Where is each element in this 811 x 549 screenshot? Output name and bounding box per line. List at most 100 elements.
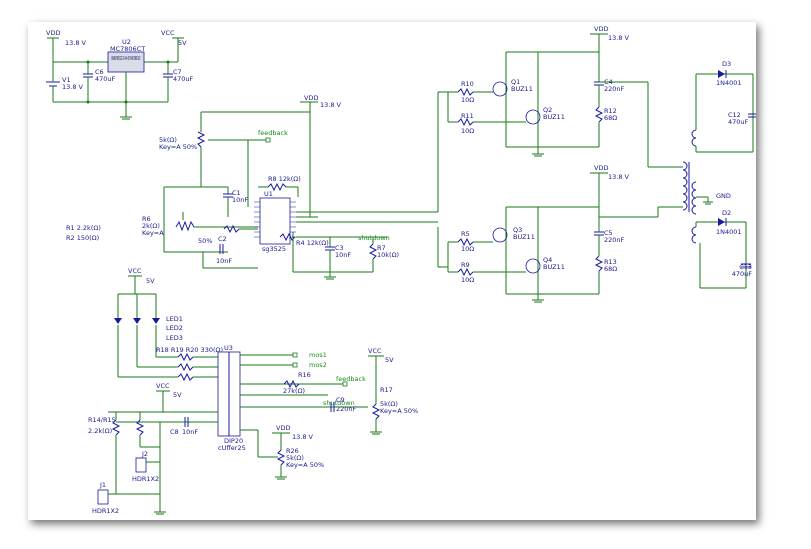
- d2-part: 1N4001: [716, 228, 742, 236]
- u3-ref: U3: [224, 344, 233, 352]
- r6-key: Key=A: [142, 229, 164, 237]
- schematic-canvas: VDD 13.8 V VCC 5V U2 MC7806CT LINE VREG …: [46, 25, 756, 515]
- c9-value: 220nF: [336, 405, 357, 413]
- r12-value: 68Ω: [604, 114, 617, 122]
- d3-ref: D3: [722, 60, 731, 68]
- j1-part: HDR1X2: [92, 507, 119, 515]
- c3-value: 10nF: [335, 251, 351, 259]
- c1-value: 10nF: [232, 196, 248, 204]
- c2-ref: C2: [218, 235, 227, 243]
- q4-part: BUZ11: [543, 263, 565, 271]
- q1-ref: Q1: [511, 78, 520, 86]
- r13-ref: R13: [604, 258, 617, 266]
- c5-ref: C5: [604, 229, 613, 237]
- c2-value: 10nF: [216, 257, 232, 265]
- regulator-u2: [107, 51, 145, 73]
- r16-value: 27k(Ω): [283, 387, 305, 395]
- j2-header: [135, 457, 147, 473]
- vdd-label-2: VDD: [304, 94, 318, 102]
- led3-ref: LED3: [166, 334, 183, 342]
- j1-ref: J1: [99, 481, 106, 489]
- r10-value: 10Ω: [461, 96, 474, 104]
- u3-part: DIP20: [224, 437, 243, 445]
- r9-ref: R9: [461, 261, 470, 269]
- net-feedback-2: feedback: [336, 375, 366, 383]
- r7-ref: R7: [377, 244, 386, 252]
- r17-ref: R17: [380, 386, 393, 394]
- u2-pin-text: LINE VREG COMMON VOLTAGE: [111, 56, 141, 62]
- led1-ref: LED1: [166, 315, 183, 323]
- r10-ref: R10: [461, 80, 474, 88]
- vcc-voltage-1: 5V: [178, 39, 187, 47]
- r5-ref: R5: [461, 230, 470, 238]
- r11-ref: R11: [461, 112, 474, 120]
- c6-ref: C6: [95, 68, 104, 76]
- mosfet-upper: VDD 13.8 V C4 220nF R12 68Ω Q1 BUZ11 Q2 …: [447, 25, 649, 167]
- q3-part: BUZ11: [513, 233, 535, 241]
- u2-part: MC7806CT: [110, 45, 145, 53]
- r1-label: R1 2.2k(Ω): [66, 224, 101, 232]
- c9-ref: C9: [336, 396, 345, 404]
- pot-top-key: Key=A 50%: [159, 143, 197, 151]
- net-mos2: mos2: [309, 361, 327, 369]
- q4-mosfet: [525, 258, 541, 274]
- led2-ref: LED2: [166, 324, 183, 332]
- net-shutdown-1: shutdown: [358, 234, 390, 242]
- vdd-label-1: VDD: [46, 29, 60, 37]
- pot-top-value: 5k(Ω): [159, 136, 177, 144]
- vdd-voltage-2: 13.8 V: [320, 101, 342, 109]
- q1-mosfet: [492, 81, 508, 97]
- transformer-section: GND D3 1N4001 C12 470uF D2 1N4001 C13 47…: [648, 60, 756, 289]
- vcc-label-3: VCC: [368, 347, 382, 355]
- j1-header: [97, 489, 109, 505]
- q2-mosfet: [525, 109, 541, 125]
- c8-ref: C8: [170, 428, 179, 436]
- q4-ref: Q4: [543, 256, 552, 264]
- vcc-voltage-4: 5V: [173, 391, 182, 399]
- r6-value: 2k(Ω): [142, 222, 160, 230]
- mosfet-lower: VDD 13.8 V C5 220nF R13 68Ω Q3 BUZ11 Q4 …: [447, 164, 659, 303]
- r17-key: Key=A 50%: [380, 407, 418, 415]
- c4-value: 220nF: [604, 85, 625, 93]
- vcc-voltage-2: 5V: [146, 277, 155, 285]
- j2-ref: J2: [141, 450, 148, 458]
- r5-value: 10Ω: [461, 245, 474, 253]
- r26-key: Key=A 50%: [286, 461, 324, 469]
- r9-value: 10Ω: [461, 276, 474, 284]
- c13-ref: C13: [739, 263, 752, 271]
- r8-label: R8 12k(Ω): [268, 175, 301, 183]
- r14-ref: R14/R15: [88, 416, 116, 424]
- r2-label: R2 150(Ω): [66, 234, 99, 242]
- q3-ref: Q3: [513, 226, 522, 234]
- r6-ref: R6: [142, 215, 151, 223]
- vdd-label-5: VDD: [276, 424, 290, 432]
- c13-value: 470uF: [732, 270, 753, 278]
- r4-label: R4 12k(Ω): [296, 239, 329, 247]
- u1-part: sg3525: [262, 245, 286, 253]
- r14-value: 2.2k(Ω): [88, 427, 112, 435]
- vdd-voltage-1: 13.8 V: [65, 39, 87, 47]
- c7-ref: C7: [173, 68, 182, 76]
- r6-pct: 50%: [198, 237, 212, 245]
- d3-part: 1N4001: [716, 79, 742, 87]
- c1-ref: C1: [232, 189, 241, 197]
- oscillator-section: VDD 13.8 V 5k(Ω) Key=A 50% feedback R1 2…: [66, 91, 448, 280]
- q2-part: BUZ11: [543, 113, 565, 121]
- c5-value: 220nF: [604, 236, 625, 244]
- u2-ref: U2: [122, 38, 131, 46]
- c3-ref: C3: [335, 244, 344, 252]
- c12-ref: C12: [728, 111, 741, 119]
- r11-value: 10Ω: [461, 127, 474, 135]
- r26-value: 5k(Ω): [286, 454, 304, 462]
- vdd-label-4: VDD: [594, 164, 608, 172]
- r17-value: 5k(Ω): [380, 400, 398, 408]
- gnd-label: GND: [716, 192, 731, 200]
- vcc-label-1: VCC: [161, 29, 175, 37]
- net-shutdown-2: shutdown: [323, 399, 355, 407]
- r7-value: 10k(Ω): [377, 251, 399, 259]
- q2-ref: Q2: [543, 106, 552, 114]
- r13-value: 68Ω: [604, 265, 617, 273]
- v1-ref: V1: [62, 76, 71, 84]
- c12-value: 470uF: [728, 118, 749, 126]
- u3-sub: cUffer25: [218, 444, 246, 452]
